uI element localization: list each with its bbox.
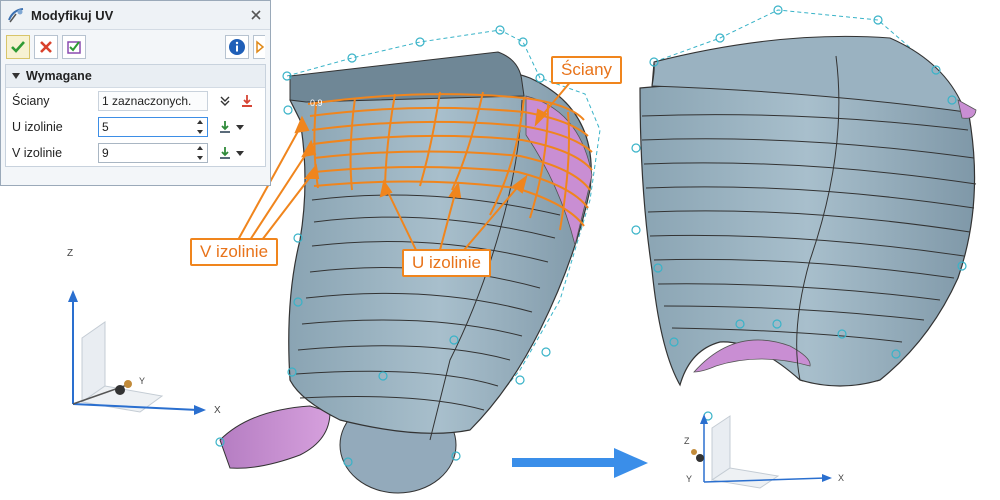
required-section-header[interactable]: Wymagane <box>6 65 265 88</box>
u-isolines-label: U izolinie <box>12 120 63 134</box>
required-section-title: Wymagane <box>26 69 92 83</box>
callout-u-izolinie: U izolinie <box>402 249 491 277</box>
ok-button[interactable] <box>6 35 30 59</box>
axis-z-right: Z <box>684 436 690 446</box>
callout-arrows <box>237 79 573 251</box>
apply-check-icon <box>67 41 81 54</box>
dialog-titlebar[interactable]: Modyfikuj UV <box>1 1 270 30</box>
v-isolines-row: V izolinie 9 <box>6 140 265 166</box>
v-pick-icon[interactable] <box>216 144 234 162</box>
v-isolines-value: 9 <box>102 146 109 160</box>
v-isolines-input[interactable]: 9 <box>98 143 208 163</box>
axis-x-left: X <box>214 405 221 416</box>
axis-triad-left: Z X Y <box>67 248 221 416</box>
pink-corner-right <box>957 99 977 119</box>
faces-field[interactable]: 1 zaznaczonych. <box>98 91 208 111</box>
close-icon[interactable] <box>248 7 264 23</box>
axis-y-right: Y <box>686 474 692 484</box>
faces-row: Ściany 1 zaznaczonych. <box>6 88 265 114</box>
axis-x-right: X <box>838 473 844 483</box>
top-slab-left <box>289 51 525 103</box>
play-icon <box>255 40 264 54</box>
modify-uv-icon <box>7 6 25 24</box>
faces-value: 1 zaznaczonych. <box>102 94 192 108</box>
v-dropdown-icon[interactable] <box>236 150 244 156</box>
check-icon <box>11 41 25 53</box>
axis-triad-right: Z X Y <box>684 414 844 489</box>
u-isolines-value: 5 <box>102 120 109 134</box>
modify-uv-dialog: Modyfikuj UV <box>0 0 271 186</box>
pink-tab-left <box>219 405 331 469</box>
pink-bottom-right <box>693 339 811 373</box>
right-body <box>639 82 976 387</box>
iso-value-label: 0.9 <box>310 98 323 108</box>
control-handles-right[interactable] <box>631 5 967 421</box>
apply-button[interactable] <box>62 35 86 59</box>
dialog-toolbar <box>1 30 270 64</box>
v-isolines-spinner[interactable] <box>197 146 205 160</box>
double-chevron-down-icon[interactable] <box>216 92 234 110</box>
u-isolines-spinner[interactable] <box>197 120 205 134</box>
collapse-triangle-icon <box>12 73 20 79</box>
clear-selection-icon[interactable] <box>238 92 256 110</box>
callout-v-izolinie: V izolinie <box>190 238 279 266</box>
transform-arrow <box>512 448 648 478</box>
isoline-grid <box>307 91 593 231</box>
v-isolines-label: V izolinie <box>12 146 63 160</box>
dialog-title: Modyfikuj UV <box>31 7 114 23</box>
control-handles-left[interactable] <box>215 25 551 467</box>
seam-left <box>429 99 523 441</box>
callout-sciany: Ściany <box>551 56 623 84</box>
axis-y-left: Y <box>139 376 145 386</box>
ridges-right <box>641 114 977 343</box>
u-pick-icon[interactable] <box>216 118 234 136</box>
required-section: Wymagane Ściany 1 zaznaczonych. U izolin… <box>5 64 266 167</box>
next-button[interactable] <box>253 35 265 59</box>
cancel-button[interactable] <box>34 35 58 59</box>
info-icon <box>229 39 245 55</box>
axis-z-left: Z <box>67 248 73 259</box>
right-model[interactable] <box>631 5 977 421</box>
info-button[interactable] <box>225 35 249 59</box>
u-dropdown-icon[interactable] <box>236 124 244 130</box>
u-isolines-input[interactable]: 5 <box>98 117 208 137</box>
u-isolines-row: U izolinie 5 <box>6 114 265 140</box>
top-right <box>651 35 967 113</box>
x-icon <box>40 41 52 53</box>
seam-right <box>796 55 840 381</box>
faces-label: Ściany <box>12 94 50 108</box>
